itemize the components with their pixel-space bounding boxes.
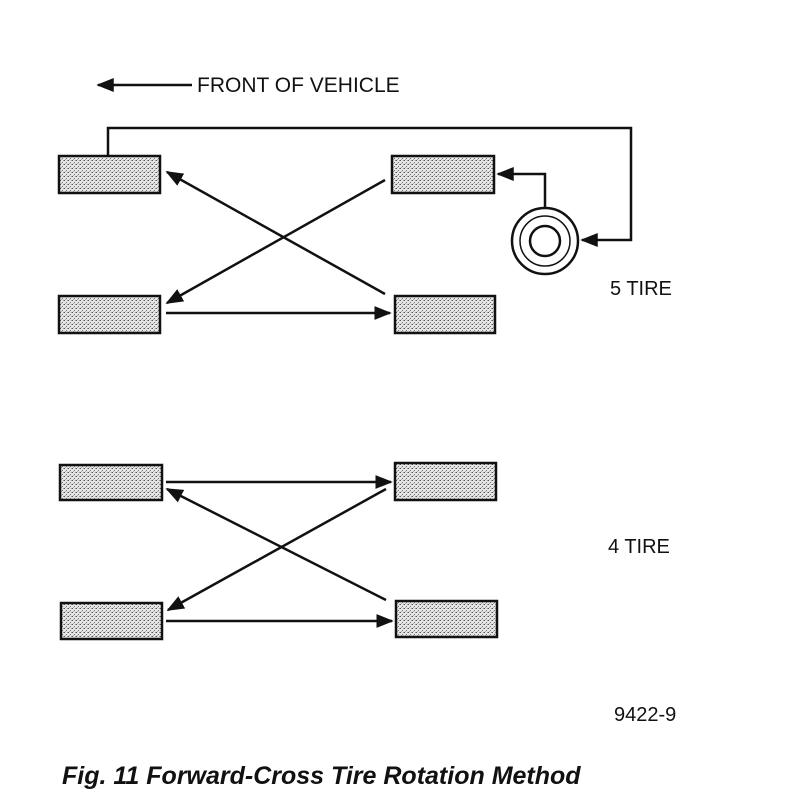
four-tire-label: 4 TIRE xyxy=(608,536,670,558)
arrow-rear-left-to-front-right xyxy=(165,178,386,305)
four-tire-group xyxy=(58,461,499,641)
five-tire-label: 5 TIRE xyxy=(610,278,672,300)
arrow-spare-to-rear-left xyxy=(496,167,547,208)
figure-caption: Fig. 11 Forward-Cross Tire Rotation Meth… xyxy=(62,762,581,790)
tire-rear-left-5 xyxy=(390,154,496,195)
tire-rear-right-4 xyxy=(394,599,499,639)
arrow-front-left-to-spare xyxy=(106,126,633,247)
tire-front-right-5 xyxy=(57,294,162,335)
five-tire-group xyxy=(57,126,633,335)
tire-front-right-4 xyxy=(59,601,164,641)
tire-front-left-5 xyxy=(57,154,162,195)
arrow-rear-left-to-front-right xyxy=(166,487,387,612)
tire-rear-left-4 xyxy=(393,461,498,502)
figure-number: 9422-9 xyxy=(614,704,677,726)
tire-front-left-4 xyxy=(58,463,164,502)
spare-tire xyxy=(510,206,580,276)
arrow-rear-right-to-front-left xyxy=(165,487,387,602)
tire-rear-right-5 xyxy=(393,294,497,335)
front-of-vehicle-label: FRONT OF VEHICLE xyxy=(197,74,400,97)
arrow-rear-right-to-front-left xyxy=(165,170,386,296)
